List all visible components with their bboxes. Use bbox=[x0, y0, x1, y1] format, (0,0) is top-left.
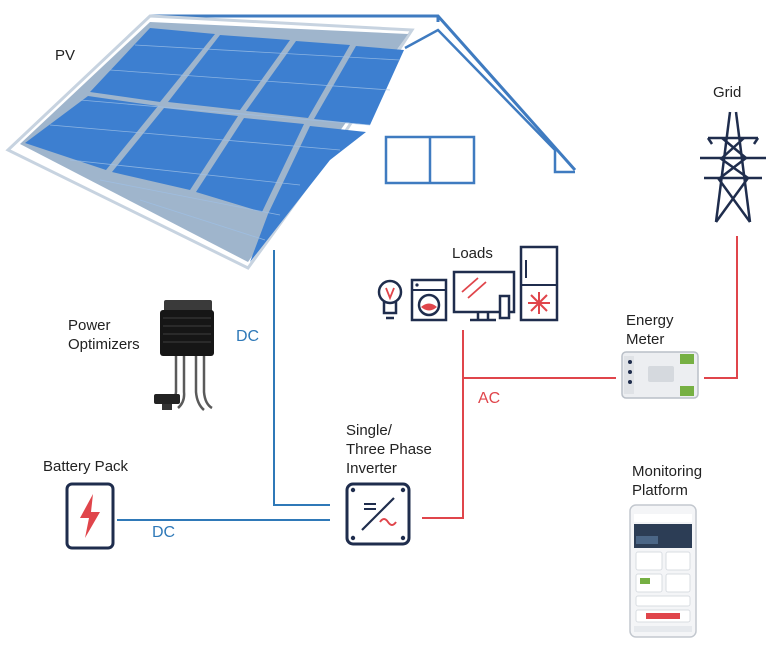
battery-pack-label: Battery Pack bbox=[43, 458, 129, 475]
house-window bbox=[384, 135, 476, 185]
monitor-icon bbox=[452, 270, 516, 322]
house-outline bbox=[150, 14, 577, 174]
inverter-icon bbox=[345, 482, 411, 546]
transmission-tower-icon bbox=[700, 111, 766, 223]
ac-label: AC bbox=[478, 390, 501, 407]
energy-meter-label: Energy Meter bbox=[626, 312, 674, 348]
pv-label: PV bbox=[55, 47, 76, 64]
solar-panel-icon bbox=[5, 14, 415, 270]
grid-label: Grid bbox=[713, 84, 742, 101]
dc-line-pv-to-inverter bbox=[273, 250, 330, 506]
power-optimizers-label: Power Optimizers bbox=[68, 317, 140, 353]
ac-line-network bbox=[422, 236, 738, 519]
refrigerator-icon bbox=[519, 245, 559, 322]
washing-machine-icon bbox=[410, 278, 448, 322]
dc-battery-label: DC bbox=[152, 524, 176, 541]
smartphone-icon bbox=[629, 504, 697, 638]
energy-meter-icon bbox=[621, 351, 699, 399]
monitoring-platform-label: Monitoring Platform bbox=[632, 463, 703, 499]
power-optimizer-icon bbox=[154, 300, 214, 411]
battery-icon bbox=[65, 482, 115, 550]
dc-pv-label: DC bbox=[236, 328, 260, 345]
loads-label: Loads bbox=[452, 245, 493, 262]
light-bulb-icon bbox=[377, 279, 403, 320]
inverter-label: Single/ Three Phase Inverter bbox=[346, 422, 432, 477]
